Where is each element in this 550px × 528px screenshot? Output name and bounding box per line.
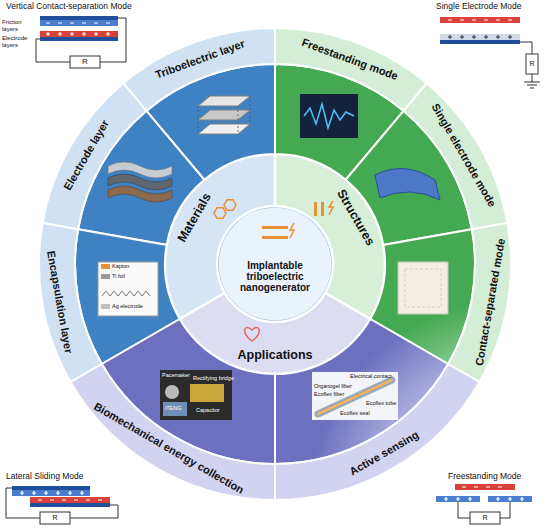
part-label: Friction layers <box>2 19 34 32</box>
topic-segment: Active sensing <box>39 28 511 500</box>
layer-sheet <box>198 124 250 134</box>
resistor-symbol <box>526 54 538 74</box>
material-swatch <box>101 274 110 279</box>
part-label: iTENG <box>165 405 182 411</box>
teng-icon <box>262 226 288 229</box>
guide-line <box>198 96 250 134</box>
electrode-pattern <box>102 291 150 296</box>
material-swatch <box>101 304 110 309</box>
pacemaker-shape <box>165 385 179 399</box>
electrode-bar <box>436 496 480 502</box>
friction-bar <box>40 31 118 37</box>
segment-band <box>404 83 508 229</box>
center-title: Implantable triboelectric nanogenerator <box>229 260 321 293</box>
category-label: Applications <box>237 349 312 363</box>
teng-device <box>163 402 187 416</box>
segment-band <box>39 223 102 382</box>
center-circle <box>218 207 332 321</box>
node-shape <box>39 28 511 500</box>
segment-band <box>275 28 427 111</box>
electrode-bar <box>40 16 118 20</box>
resistor-label: R <box>482 514 487 522</box>
part-label: Electrical contact <box>350 373 392 379</box>
minus-signs <box>38 499 102 500</box>
part-label: Capacitor <box>196 407 220 413</box>
part-label: Ecoflex seal <box>340 410 370 416</box>
layer-sheet <box>198 96 250 106</box>
minus-signs <box>46 22 110 23</box>
plus-signs <box>444 497 524 501</box>
plus-signs <box>448 35 512 39</box>
teng-icon <box>262 236 288 239</box>
segment-band <box>43 83 147 229</box>
waveform <box>304 104 354 128</box>
plus-signs <box>46 32 110 36</box>
part-label: Pacemaker <box>162 372 190 378</box>
plus-signs <box>20 491 84 495</box>
part-label: Kapton <box>112 263 129 269</box>
friction-bar <box>40 20 118 26</box>
electrode-bar <box>30 503 110 507</box>
layer-sheet <box>198 110 250 120</box>
part-label: Ecoflex fiber <box>314 391 344 397</box>
heart-icon <box>245 328 259 342</box>
segment-band <box>123 28 275 111</box>
photo-panel <box>398 262 448 314</box>
hexagon-icon <box>224 200 236 210</box>
lightning-icon <box>290 223 294 238</box>
photo-panel <box>312 372 398 420</box>
friction-bar <box>440 34 520 40</box>
electrode-bar <box>40 37 118 41</box>
mode-title: Vertical Contact-separation Mode <box>6 2 132 11</box>
part-label: Ecoflex tube <box>366 400 396 406</box>
part-label: Ag electrode <box>112 303 143 309</box>
part-label: Rectifying bridge <box>193 375 234 381</box>
resistor-label: R <box>52 514 57 522</box>
wire <box>36 18 126 62</box>
photo-panel <box>98 262 158 316</box>
electrode-bar <box>488 496 532 502</box>
friction-bar <box>12 490 90 496</box>
segment-band <box>448 223 511 382</box>
resistor-label: R <box>82 58 88 67</box>
vertical-mode-schematic <box>36 16 126 68</box>
pouch-seam <box>405 269 441 307</box>
wire <box>520 42 540 88</box>
resistor-symbol <box>40 512 70 524</box>
film-device <box>375 169 440 200</box>
part-label: Electrode layers <box>2 35 34 48</box>
lightning-icon <box>329 201 333 215</box>
mode-title: Lateral Sliding Mode <box>6 472 84 481</box>
hexagon-icon <box>214 208 226 218</box>
structure-icon <box>321 202 324 216</box>
segment-band <box>71 364 275 500</box>
freestanding-schematic <box>436 484 532 524</box>
part-label: Organogel fiber <box>314 383 352 389</box>
friction-bar <box>455 484 515 490</box>
photo-panel <box>300 94 358 138</box>
part-label: Ti foil <box>112 273 125 279</box>
wire <box>6 488 118 518</box>
resistor-symbol <box>470 512 500 524</box>
electrode-bar <box>12 486 90 490</box>
friction-bar <box>440 17 520 23</box>
mode-title: Single Electrode Mode <box>436 2 522 11</box>
friction-bar <box>30 497 110 503</box>
circuit-board <box>190 384 224 402</box>
electrode-bar <box>440 40 520 44</box>
electrode-sheet <box>108 162 172 178</box>
single-electrode-schematic <box>440 17 540 88</box>
mode-title: Freestanding Mode <box>448 472 521 481</box>
resistor-symbol <box>70 56 100 68</box>
minus-signs <box>448 19 512 20</box>
lateral-sliding-schematic <box>6 486 118 524</box>
electrode-sheet <box>108 174 172 190</box>
material-swatch <box>101 264 110 269</box>
resistor-label: R <box>529 60 534 68</box>
structure-icon <box>314 202 317 216</box>
minus-signs <box>462 486 502 487</box>
electrode-sheet <box>108 186 172 202</box>
